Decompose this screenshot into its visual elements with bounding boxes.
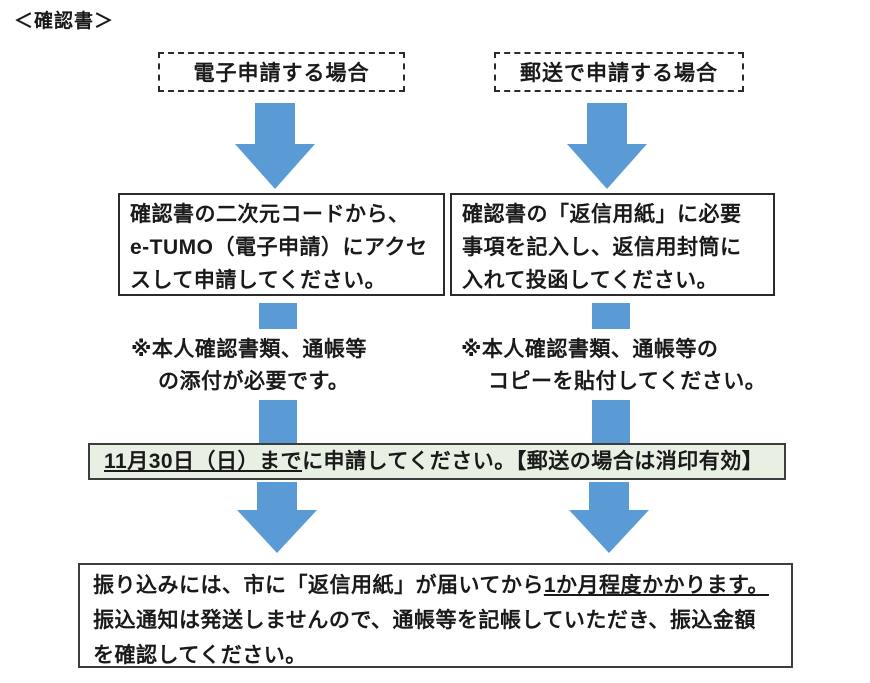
arrow-head: [235, 144, 315, 189]
down-arrow-icon: [567, 103, 647, 189]
arrow-shaft: [255, 103, 295, 144]
header-mail: 郵送で申請する場合: [494, 52, 744, 92]
note-line: ※本人確認書類、通帳等: [131, 338, 367, 361]
instruction-line: スして申請してください。: [130, 269, 387, 292]
result-line-3: を確認してください。: [93, 644, 307, 667]
arrow-shaft: [587, 103, 627, 144]
arrow-head: [567, 144, 647, 189]
deadline-rest: に申請してください。【郵送の場合は消印有効】: [302, 450, 764, 473]
page-title: ＜確認書＞: [14, 11, 115, 32]
header-electronic-label: 電子申請する場合: [193, 62, 370, 85]
note-line: の添付が必要です。: [158, 370, 350, 393]
arrow-shaft: [589, 482, 629, 510]
result-line-2: 振込通知は発送しませんので、通帳等を記帳していただき、振込金額: [93, 609, 756, 632]
instruction-line: 確認書の「返信用紙」に必要: [462, 203, 742, 226]
instruction-line: e-TUMO（電子申請）にアクセ: [130, 236, 428, 259]
arrow-shaft: [592, 303, 630, 329]
result-line-1: 振り込みには、市に「返信用紙」が届いてから1か月程度かかります。: [93, 568, 779, 603]
arrow-head: [237, 510, 317, 553]
result-line1-underline: 1か月程度かかります。: [543, 574, 769, 597]
arrow-shaft: [259, 303, 297, 329]
arrow-shaft: [259, 400, 297, 443]
deadline-date: 11月30日（日）まで: [104, 450, 303, 473]
result-line1-pre: 振り込みには、市に「返信用紙」が届いてから: [93, 574, 544, 597]
result-box: 振り込みには、市に「返信用紙」が届いてから1か月程度かかります。 振込通知は発送…: [78, 563, 793, 668]
header-electronic: 電子申請する場合: [158, 52, 405, 92]
instruction-electronic: 確認書の二次元コードから、 e-TUMO（電子申請）にアクセ スして申請してくだ…: [118, 193, 445, 296]
arrow-shaft: [592, 400, 630, 443]
note-electronic: ※本人確認書類、通帳等 の添付が必要です。: [131, 334, 367, 398]
instruction-line: 確認書の二次元コードから、: [130, 203, 410, 226]
instruction-line: 入れて投函してください。: [462, 269, 719, 292]
arrow-head: [569, 510, 649, 553]
down-arrow-icon: [237, 482, 317, 553]
down-arrow-icon: [569, 482, 649, 553]
arrow-shaft: [257, 482, 297, 510]
note-line: コピーを貼付してください。: [488, 370, 767, 393]
header-mail-label: 郵送で申請する場合: [520, 62, 718, 85]
deadline-banner: 11月30日（日）までに申請してください。【郵送の場合は消印有効】: [88, 443, 786, 480]
instruction-line: 事項を記入し、返信用封筒に: [462, 236, 742, 259]
instruction-mail: 確認書の「返信用紙」に必要 事項を記入し、返信用封筒に 入れて投函してください。: [450, 193, 775, 296]
note-mail: ※本人確認書類、通帳等の コピーを貼付してください。: [461, 334, 766, 398]
down-arrow-icon: [235, 103, 315, 189]
note-line: ※本人確認書類、通帳等の: [461, 338, 719, 361]
